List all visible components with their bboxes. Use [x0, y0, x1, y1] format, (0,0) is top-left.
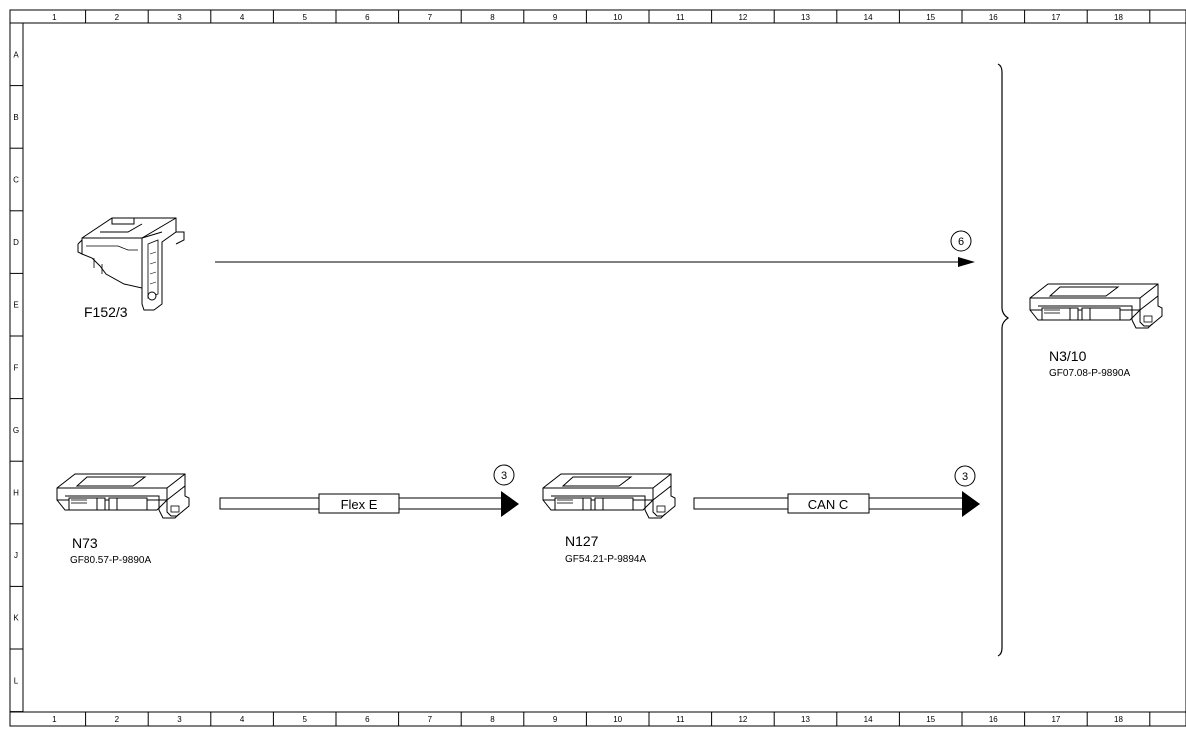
column-label-top: 12: [738, 13, 747, 22]
column-label-top: 2: [115, 13, 120, 22]
row-label: H: [13, 489, 19, 498]
n127-module-icon: [542, 473, 676, 519]
can-c-marker[interactable]: 3: [954, 465, 976, 487]
column-label-bottom: 1: [52, 715, 57, 724]
row-label: K: [13, 614, 19, 623]
n73-module-icon: [56, 473, 190, 519]
can-c-bus-arrow: [693, 491, 980, 517]
row-label: C: [13, 176, 19, 185]
row-label: F: [14, 363, 19, 372]
n73-label: N73: [72, 535, 98, 551]
column-label-bottom: 2: [115, 715, 120, 724]
n73-ref[interactable]: GF80.57-P-9890A: [70, 555, 151, 566]
n3-10-module-icon: [1029, 283, 1163, 329]
grouping-brace: [997, 63, 1010, 657]
row-label: A: [13, 50, 19, 59]
column-label-top: 15: [926, 13, 935, 22]
row-label: B: [13, 113, 18, 122]
column-label-top: 16: [989, 13, 998, 22]
n3-10-ref[interactable]: GF07.08-P-9890A: [1049, 368, 1130, 379]
column-label-top: 6: [365, 13, 370, 22]
n127-ref[interactable]: GF54.21-P-9894A: [565, 554, 646, 565]
column-label-top: 14: [864, 13, 873, 22]
n127-label: N127: [565, 533, 599, 549]
top-connection-arrow: [215, 257, 975, 267]
column-label-bottom: 9: [553, 715, 558, 724]
column-label-top: 4: [240, 13, 245, 22]
column-label-bottom: 5: [302, 715, 307, 724]
column-label-top: 10: [613, 13, 622, 22]
column-label-bottom: 12: [738, 715, 747, 724]
column-label-top: 5: [302, 13, 307, 22]
row-label: L: [14, 676, 19, 685]
column-label-bottom: 15: [926, 715, 935, 724]
column-label-bottom: 13: [801, 715, 810, 724]
flex-e-bus-arrow: [219, 491, 519, 517]
column-label-bottom: 16: [989, 715, 998, 724]
svg-text:3: 3: [501, 470, 507, 482]
can-c-bus-label: CAN C: [808, 497, 848, 512]
column-label-bottom: 18: [1114, 715, 1123, 724]
flex-e-bus-label: Flex E: [341, 497, 378, 512]
svg-text:6: 6: [958, 236, 964, 248]
row-label: G: [13, 426, 19, 435]
column-label-bottom: 6: [365, 715, 370, 724]
column-label-bottom: 11: [676, 715, 685, 724]
row-label: D: [13, 238, 19, 247]
column-label-bottom: 17: [1051, 715, 1060, 724]
column-label-top: 13: [801, 13, 810, 22]
column-label-top: 18: [1114, 13, 1123, 22]
column-label-top: 9: [553, 13, 558, 22]
n3-10-label: N3/10: [1049, 348, 1087, 364]
column-label-bottom: 14: [864, 715, 873, 724]
flex-e-marker[interactable]: 3: [493, 464, 515, 486]
f152-3-label: F152/3: [84, 304, 128, 320]
column-label-top: 11: [676, 13, 685, 22]
svg-text:3: 3: [962, 471, 968, 483]
top-connection-marker[interactable]: 6: [950, 230, 972, 252]
column-label-top: 7: [428, 13, 433, 22]
column-label-bottom: 4: [240, 715, 245, 724]
column-label-top: 3: [177, 13, 182, 22]
column-label-top: 17: [1051, 13, 1060, 22]
f152-3-component-icon: [77, 217, 185, 311]
row-label: E: [13, 301, 18, 310]
column-label-bottom: 3: [177, 715, 182, 724]
column-label-top: 1: [52, 13, 57, 22]
column-label-bottom: 7: [428, 715, 433, 724]
column-label-bottom: 10: [613, 715, 622, 724]
row-label: J: [14, 551, 18, 560]
column-label-top: 8: [490, 13, 495, 22]
column-label-bottom: 8: [490, 715, 495, 724]
